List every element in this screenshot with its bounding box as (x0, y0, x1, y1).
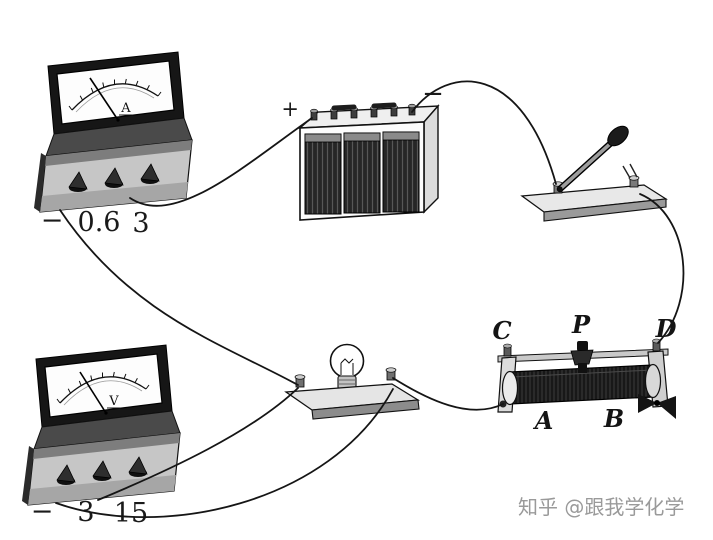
meter-mirror-arc (75, 87, 155, 113)
battery: + − (281, 79, 444, 221)
rheostat-post-c-cap (503, 343, 512, 349)
meter-scale-arc (59, 376, 147, 404)
battery-cell-cap (343, 132, 381, 142)
rheostat-left-cap (501, 370, 519, 406)
zhihu-watermark: 知乎 @跟我学化学 (518, 495, 684, 519)
battery-connector-bar (331, 104, 357, 111)
slider-contact (578, 363, 587, 373)
wires (55, 80, 685, 518)
ammeter-terminal-minus: − (41, 205, 64, 236)
rheostat-wing-nut (638, 394, 676, 419)
knob-cone (68, 171, 88, 190)
voltmeter-terminal-minus: − (31, 496, 54, 527)
battery-connector-bar (371, 102, 397, 109)
meter-left-side (34, 153, 46, 212)
wire-rheostat-to-bulb (392, 377, 504, 411)
wire-bulb-to-ammeter (59, 209, 299, 386)
bulb-filament (340, 358, 354, 375)
bulb-post-cap (294, 374, 306, 380)
battery-negative-label: − (422, 79, 444, 109)
rheostat: C P D A B (492, 310, 676, 435)
rheostat-label-b: B (603, 404, 624, 433)
wire-voltmeter-to-bulb-right (55, 388, 394, 518)
ammeter-dial-letter: A (120, 101, 131, 116)
bulb-post-cap (385, 367, 397, 373)
bulb-stand (284, 343, 420, 420)
voltmeter-terminal-3: 3 (77, 497, 94, 528)
battery-post-cap (408, 103, 416, 109)
voltmeter-dial-letter: V (108, 394, 119, 409)
meter-needle-pivot (116, 118, 120, 122)
ammeter: A − 0.6 3 (34, 51, 193, 239)
meter-terminal-knobs (56, 456, 148, 485)
meter-needle (89, 77, 119, 121)
rheostat-label-p: P (571, 310, 591, 339)
voltmeter-terminal-15: 15 (114, 498, 148, 529)
switch-clip (622, 165, 631, 179)
meter-left-side (22, 446, 34, 505)
meter-needle (79, 371, 107, 414)
battery-cell (343, 132, 381, 214)
battery-cell-cap (304, 133, 342, 143)
switch-handle (607, 125, 629, 147)
battery-cell (304, 133, 342, 215)
rheostat-coil-highlight (511, 369, 653, 378)
rheostat-slider (570, 341, 594, 373)
wing-bolt (654, 400, 660, 406)
slider-body (570, 349, 594, 366)
voltmeter: V (22, 344, 181, 506)
meter-dial-face (44, 353, 163, 418)
meter-front-top-strip (45, 140, 192, 166)
wire-ammeter-to-battery (129, 117, 313, 207)
meter-scale-ticks (68, 78, 162, 111)
meter-scale-ticks (56, 371, 150, 404)
switch-lever (558, 141, 613, 191)
rheostat-label-d: D (655, 314, 677, 343)
knob-cone (56, 464, 76, 483)
meter-front-top-strip (33, 433, 180, 459)
battery-cell (382, 131, 420, 213)
wire-voltmeter-to-bulb-left (97, 387, 299, 501)
battery-post-cap (310, 108, 318, 114)
meter-front-bottom-strip (40, 182, 188, 212)
battery-cell-cap (382, 131, 420, 141)
rheostat-right-cap (644, 363, 662, 399)
knob-cone (128, 456, 148, 475)
battery-right-side (423, 104, 439, 214)
meter-needle-pivot (104, 411, 108, 415)
meter-scale-arc (71, 83, 159, 111)
meter-mirror-arc (63, 380, 143, 406)
switch-clip (629, 163, 638, 178)
switch (520, 125, 668, 222)
rheostat-label-a: A (533, 406, 554, 435)
switch-hinge (557, 186, 563, 192)
battery-terminal-posts (310, 102, 416, 121)
wing-left (638, 394, 657, 413)
battery-positive-label: + (281, 97, 299, 121)
switch-base-front (543, 198, 667, 222)
knob-cone (140, 163, 160, 182)
meter-dial-face (56, 60, 175, 125)
meter-terminal-knobs (68, 163, 160, 192)
ammeter-terminal-3: 3 (132, 208, 149, 239)
wire-battery-to-switch (411, 80, 557, 185)
slider-knob (577, 341, 588, 351)
knob-cone (104, 167, 124, 186)
wing-right (657, 396, 676, 419)
bulb-base-front (311, 399, 420, 420)
battery-cells (304, 131, 420, 215)
rheostat-label-c: C (492, 316, 511, 345)
knob-cone (92, 460, 112, 479)
ammeter-terminal-06: 0.6 (78, 207, 121, 238)
wire-switch-to-rheostat (639, 193, 685, 344)
